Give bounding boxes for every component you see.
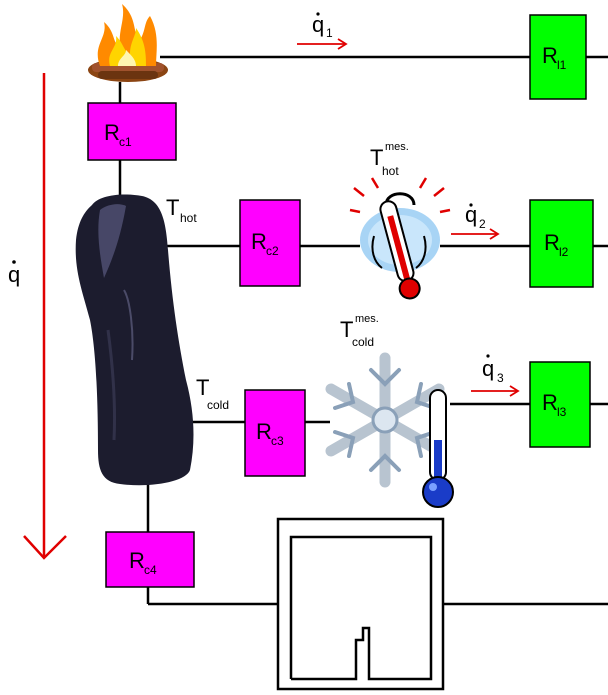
svg-text:l1: l1 [557,58,567,72]
svg-text:R: R [256,419,272,444]
flow-2-arrow [451,228,500,240]
flow-1: q 1 [297,12,348,50]
svg-text:hot: hot [382,164,399,178]
temperature-cold-label: T cold [196,375,229,412]
main-heat-flux-label: q [8,260,20,287]
flow-3: q 3 [471,354,520,397]
resistor-rc4: R c4 [105,531,195,588]
flow-2: q 2 [451,202,500,240]
svg-text:2: 2 [479,217,486,231]
svg-text:R: R [251,229,267,254]
svg-text:R: R [542,43,558,68]
svg-text:R: R [542,390,558,415]
resistor-rl1: R l1 [529,14,587,100]
sample-block [75,194,194,486]
svg-text:mes.: mes. [355,313,379,325]
svg-text:q: q [8,262,20,287]
svg-text:R: R [104,120,120,145]
svg-text:T: T [340,317,353,342]
svg-text:3: 3 [497,371,504,385]
wires [118,55,608,606]
resistor-rl3: R l3 [529,361,591,448]
svg-text:c1: c1 [119,135,132,149]
flow-3-arrow [471,385,520,397]
heat-sink-icon [276,517,445,691]
svg-text:cold: cold [207,398,229,412]
svg-text:cold: cold [352,335,374,349]
svg-text:R: R [129,548,145,573]
svg-text:T: T [370,145,383,170]
svg-text:q: q [312,12,324,37]
svg-text:hot: hot [180,211,197,225]
resistor-rl2: R l2 [529,199,594,288]
snowflake-thermometer-icon [325,352,454,508]
svg-text:mes.: mes. [385,141,409,153]
flow-1-arrow [297,38,348,50]
resistor-rc2: R c2 [239,199,301,287]
temperature-hot-label: T hot [166,195,197,225]
svg-text:q: q [482,356,494,381]
measured-cold-label: T mes. cold [340,313,379,349]
resistor-rc3: R c3 [244,389,306,477]
measured-hot-label: T mes. hot [370,141,409,178]
fire-icon [88,4,168,82]
main-heat-flux-arrow [23,73,67,560]
svg-text:1: 1 [326,26,333,40]
svg-text:T: T [196,375,209,400]
svg-text:c2: c2 [266,244,279,258]
thermometer-hot-icon [349,177,451,300]
svg-text:q: q [465,202,477,227]
svg-text:l2: l2 [559,245,569,259]
resistor-rc1: R c1 [87,102,177,161]
svg-text:c3: c3 [271,434,284,448]
svg-text:T: T [166,195,179,220]
svg-text:c4: c4 [144,563,157,577]
svg-text:l3: l3 [557,405,567,419]
svg-text:R: R [544,230,560,255]
